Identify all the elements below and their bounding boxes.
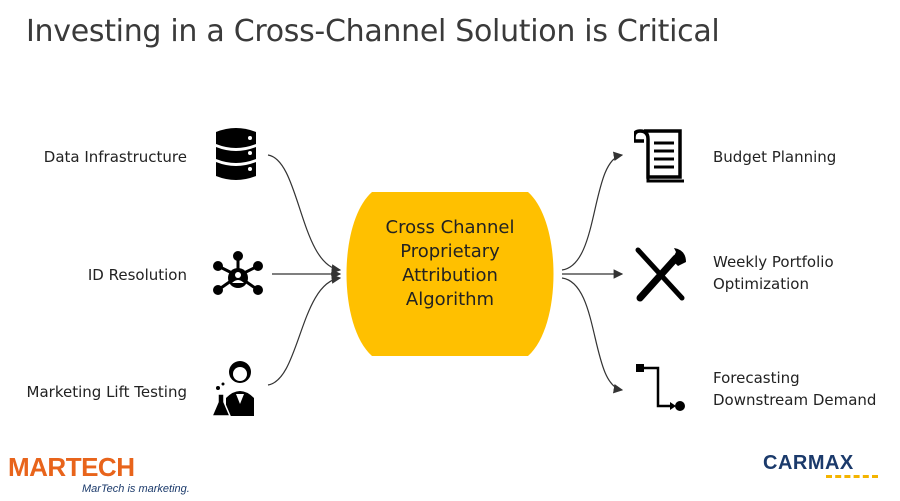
input-label-id-resolution: ID Resolution bbox=[87, 266, 187, 284]
output-label-budget-planning: Budget Planning bbox=[713, 146, 836, 168]
martech-logo: MARTECH bbox=[8, 452, 135, 482]
carmax-logo: CARMAX bbox=[763, 452, 854, 474]
process-flow-icon bbox=[636, 364, 685, 411]
output-label-line: Forecasting bbox=[713, 369, 800, 387]
carmax-logo-accent bbox=[826, 475, 878, 478]
center-algorithm-label: Cross Channel Proprietary Attribution Al… bbox=[348, 216, 552, 312]
center-algorithm-shape bbox=[346, 192, 554, 356]
output-label-line: Optimization bbox=[713, 275, 809, 293]
arrow-data-infrastructure bbox=[267, 154, 342, 274]
output-label-line: Budget Planning bbox=[713, 148, 837, 166]
output-label-line: Downstream Demand bbox=[713, 391, 877, 409]
database-icon bbox=[216, 128, 256, 180]
slide-title: Investing in a Cross-Channel Solution is… bbox=[26, 14, 720, 49]
center-line: Proprietary bbox=[400, 241, 500, 262]
arrow-marketing-lift bbox=[267, 274, 342, 386]
center-line: Attribution bbox=[402, 265, 498, 286]
input-label-marketing-lift: Marketing Lift Testing bbox=[26, 383, 187, 401]
wrench-screwdriver-icon bbox=[635, 247, 686, 302]
center-line: Cross Channel bbox=[385, 217, 515, 238]
output-label-weekly-portfolio: Weekly Portfolio Optimization bbox=[713, 251, 834, 295]
martech-tagline: MarTech is marketing. bbox=[82, 483, 190, 495]
output-label-forecasting: Forecasting Downstream Demand bbox=[713, 367, 876, 411]
center-line: Algorithm bbox=[405, 289, 495, 310]
network-nodes-icon bbox=[213, 251, 263, 295]
input-label-data-infrastructure: Data Infrastructure bbox=[43, 148, 187, 166]
output-label-line: Weekly Portfolio bbox=[713, 253, 834, 271]
document-scroll-icon bbox=[634, 129, 684, 183]
arrow-budget-planning bbox=[561, 151, 624, 271]
scientist-icon bbox=[210, 361, 254, 417]
arrow-forecasting bbox=[561, 277, 624, 394]
